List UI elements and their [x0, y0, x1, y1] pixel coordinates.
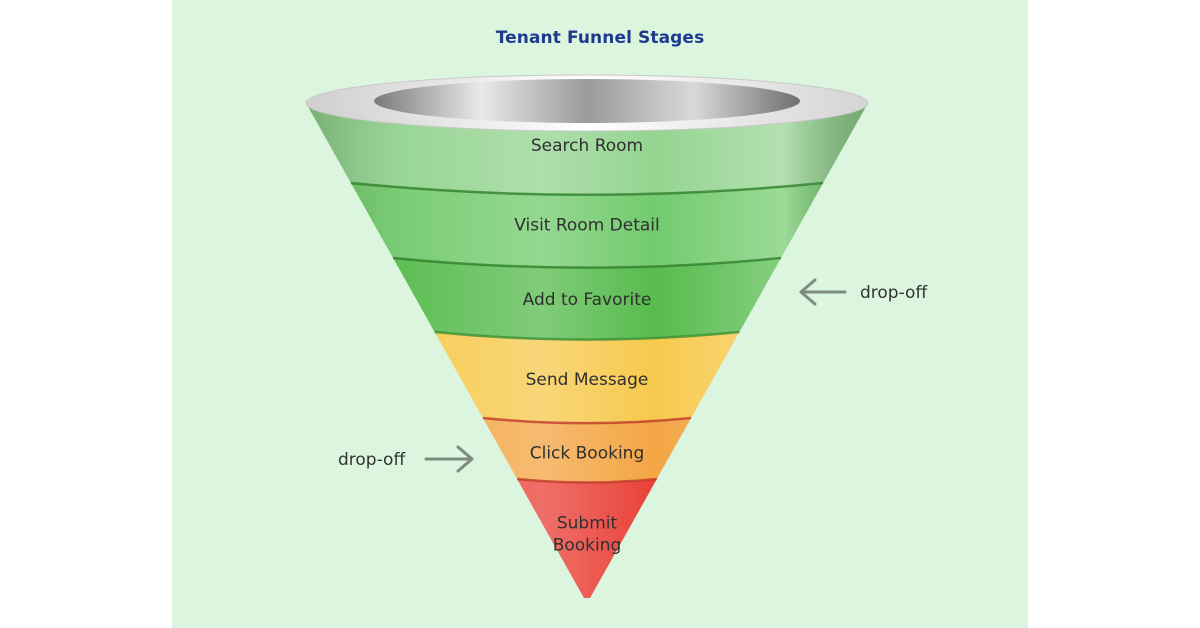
dropoff-annotation-right: drop-off: [799, 278, 928, 306]
stage-label-5: Click Booking: [530, 444, 645, 464]
stage-separator: [350, 181, 824, 197]
stage-separator: [434, 330, 740, 341]
stage-label-4: Send Message: [526, 370, 649, 390]
funnel-opening: [374, 79, 800, 123]
left-arrowhead-icon: [799, 278, 817, 306]
stage-label-1: Search Room: [531, 136, 643, 156]
stage-separator: [517, 477, 657, 484]
dropoff-label-right: drop-off: [860, 283, 928, 303]
dropoff-annotation-left: drop-off: [338, 445, 474, 473]
stage-label-3: Add to Favorite: [523, 290, 652, 310]
funnel-gloss: [306, 103, 868, 598]
dropoff-label-left: drop-off: [338, 450, 406, 470]
diagram-title: Tenant Funnel Stages: [495, 28, 705, 48]
stage-label-2: Visit Room Detail: [514, 216, 660, 236]
stage-separator: [392, 256, 782, 269]
right-arrowhead-icon: [456, 445, 474, 473]
stage-separator: [482, 416, 692, 425]
